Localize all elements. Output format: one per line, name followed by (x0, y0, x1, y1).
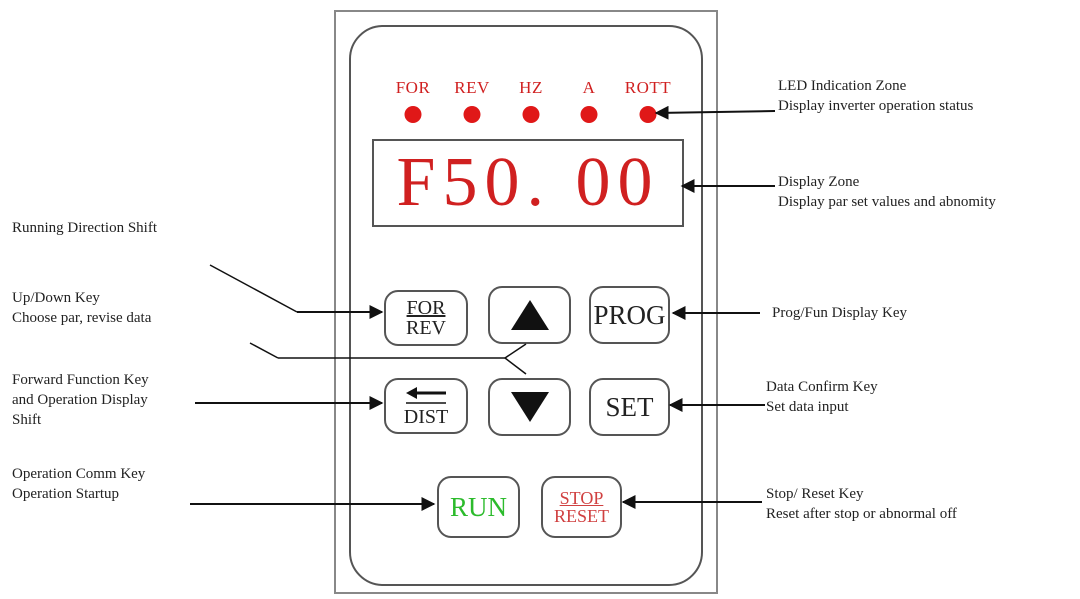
annotation-display-zone: Display Zone Display par set values and … (778, 172, 996, 212)
annotation-up-down-desc: Choose par, revise data (12, 310, 152, 326)
led-label-rev: REV (454, 78, 490, 97)
led-label-hz: HZ (519, 78, 543, 97)
for-rev-key-bottom-label: REV (406, 317, 446, 339)
led-hz-indicator (522, 106, 540, 123)
led-rott-indicator (639, 106, 657, 123)
annotation-led-zone-title: LED Indication Zone (778, 78, 907, 94)
annotation-running-direction-title: Running Direction Shift (12, 220, 157, 236)
for-rev-key[interactable]: FOR REV (384, 290, 468, 346)
set-key[interactable]: SET (589, 378, 670, 436)
annotation-data-confirm-desc: Set data input (766, 399, 849, 415)
dist-key[interactable]: DIST (384, 378, 468, 434)
stop-key-label: STOP (559, 488, 604, 508)
annotation-operation-comm-title: Operation Comm Key (12, 466, 146, 482)
up-arrow-icon (510, 300, 549, 330)
led-rev-indicator (463, 106, 481, 123)
run-key[interactable]: RUN (437, 476, 520, 538)
annotation-led-zone: LED Indication Zone Display inverter ope… (778, 76, 973, 116)
annotation-data-confirm: Data Confirm Key Set data input (766, 377, 878, 417)
left-arrow-icon (406, 387, 446, 404)
prog-key[interactable]: PROG (589, 286, 670, 344)
annotation-forward-function-line2: and Operation Display (12, 392, 148, 408)
annotation-forward-function-line3: Shift (12, 412, 42, 428)
led-a-indicator (580, 106, 598, 123)
reset-key-label: RESET (553, 506, 609, 526)
annotation-forward-function: Forward Function Key and Operation Displ… (12, 370, 149, 430)
down-key[interactable] (488, 378, 571, 436)
annotation-stop-reset-desc: Reset after stop or abnormal off (766, 506, 957, 522)
annotation-up-down-title: Up/Down Key (12, 290, 100, 306)
annotation-running-direction: Running Direction Shift (12, 218, 157, 238)
led-for-indicator (404, 106, 422, 123)
annotation-operation-comm-desc: Operation Startup (12, 486, 120, 502)
display-screen: F50. 00 (372, 139, 684, 227)
annotation-display-zone-desc: Display par set values and abnomity (778, 194, 996, 210)
annotation-operation-comm: Operation Comm Key Operation Startup (12, 464, 145, 504)
display-value: F50. 00 (396, 144, 660, 221)
run-key-label: RUN (449, 491, 507, 522)
annotation-led-zone-desc: Display inverter operation status (778, 98, 974, 114)
annotation-up-down: Up/Down Key Choose par, revise data (12, 288, 151, 328)
prog-key-label: PROG (593, 299, 666, 330)
up-key[interactable] (488, 286, 571, 344)
stop-reset-key[interactable]: STOP RESET (541, 476, 622, 538)
for-rev-key-top-label: FOR (406, 297, 446, 319)
annotation-stop-reset-title: Stop/ Reset Key (766, 486, 864, 502)
led-label-a: A (582, 78, 596, 97)
annotation-data-confirm-title: Data Confirm Key (766, 379, 878, 395)
set-key-label: SET (605, 391, 654, 422)
keypad-panel (349, 25, 703, 586)
down-arrow-icon (510, 392, 549, 422)
annotation-prog-fun-title: Prog/Fun Display Key (772, 305, 907, 321)
dist-key-label: DIST (403, 406, 449, 428)
annotation-prog-fun: Prog/Fun Display Key (772, 303, 907, 323)
led-label-rott: ROTT (624, 78, 672, 97)
led-label-for: FOR (395, 78, 431, 97)
annotation-stop-reset: Stop/ Reset Key Reset after stop or abno… (766, 484, 957, 524)
annotation-display-zone-title: Display Zone (778, 174, 860, 190)
annotation-forward-function-line1: Forward Function Key (12, 372, 149, 388)
